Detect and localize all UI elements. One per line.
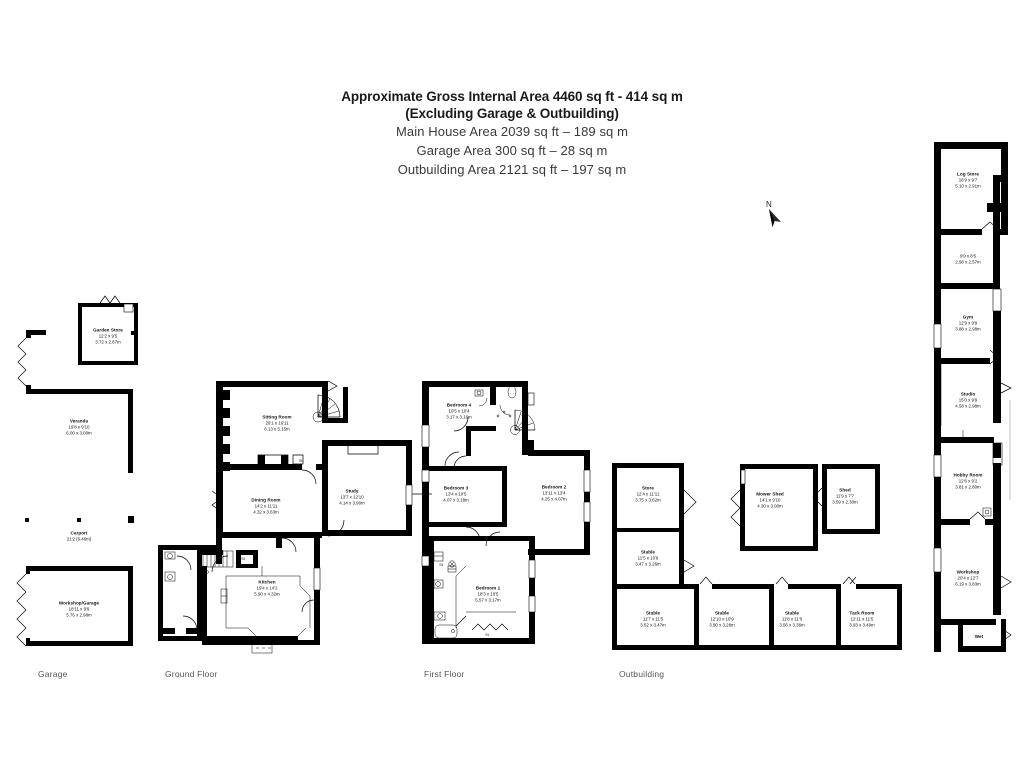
room-workshop-garage: Workshop/Garage 18'11 x 9'9 5.76 x 2.98m [58, 600, 100, 617]
room-annexe-unnamed: 9'9 x 8'5 2.98 x 2.57m [955, 253, 981, 264]
room-log-store: Log Store 16'9 x 9'7 5.10 x 2.91m [955, 171, 981, 188]
room-veranda: Veranda 19'8 x 9'10 6.00 x 3.00m [66, 418, 92, 435]
room-stable-1: Stable 11'5 x 10'8 3.47 x 3.26m [635, 549, 661, 566]
room-mower-shed: Mower Shed 14'1 x 9'10 4.30 x 3.00m [756, 491, 784, 508]
ground-floor-block: St [158, 380, 432, 654]
svg-text:St: St [299, 459, 302, 463]
room-garden-store: Garden Store 12'2 x 9'5 3.72 x 2.87m [93, 327, 123, 344]
storage-tag-first-2: St [485, 633, 489, 637]
north-arrow: N [762, 200, 788, 230]
outbuilding-block [612, 463, 902, 650]
floor-caption-ground: Ground Floor [165, 669, 218, 679]
room-kitchen: Kitchen 19'4 x 14'2 5.90 x 4.32m [254, 579, 280, 596]
north-label: N [766, 200, 772, 209]
storage-tag-ground: St [241, 557, 245, 561]
room-tack-room: Tack Room 12'11 x 11'5 3.93 x 3.49m [849, 610, 875, 627]
north-arrow-icon [769, 209, 781, 227]
room-bedroom-4: Bedroom 4 10'5 x 10'4 3.17 x 3.16m [446, 402, 472, 419]
room-carport: Carport 21'2 (6.46m) [66, 530, 92, 542]
spiral-stair-first [510, 409, 536, 435]
room-study: Study 13'7 x 12'10 4.14 x 3.90m [339, 488, 365, 505]
room-sitting-room: Sitting Room 20'1 x 16'11 6.13 x 5.15m [262, 414, 292, 431]
room-stable-3: Stable 12'10 x 10'9 3.90 x 3.28m [709, 610, 735, 627]
room-store: Store 12'4 x 11'11 3.75 x 3.62m [635, 485, 661, 502]
room-gym: Gym 12'9 x 9'9 3.88 x 2.98m [955, 314, 981, 331]
room-bedroom-3: Bedroom 3 13'4 x 10'5 4.07 x 3.18m [443, 485, 469, 502]
room-stable-2: Stable 11'7 x 11'5 3.52 x 3.47m [640, 610, 666, 627]
floor-caption-first: First Floor [424, 669, 465, 679]
storage-tag-first: St [439, 563, 443, 567]
room-studio: Studio 15'0 x 9'9 4.58 x 2.98m [955, 391, 981, 408]
annexe-block [933, 142, 1012, 652]
room-workshop: Workshop 20'4 x 12'7 6.19 x 3.83m [955, 569, 981, 586]
spiral-stair-ground [312, 394, 341, 423]
room-hobby-room: Hobby Room 12'6 x 9'2 3.81 x 2.80m [953, 472, 983, 489]
floor-caption-outbuilding: Outbuilding [619, 669, 665, 679]
room-wet-room: Wet [974, 634, 984, 640]
room-dining-room: Dining Room 14'2 x 11'11 4.32 x 3.63m [251, 497, 281, 514]
first-floor-block [421, 381, 591, 644]
room-stable-4: Stable 11'8 x 11'0 3.56 x 3.36m [779, 610, 805, 627]
garage-block [16, 295, 138, 647]
floor-caption-garage: Garage [38, 669, 68, 679]
room-bedroom-2: Bedroom 2 13'11 x 13'4 4.25 x 4.07m [541, 484, 567, 501]
room-bedroom-1: Bedroom 1 18'3 x 10'5 5.57 x 3.17m [475, 585, 501, 602]
room-shed: Shed 11'9 x 7'7 3.59 x 2.30m [832, 487, 858, 504]
